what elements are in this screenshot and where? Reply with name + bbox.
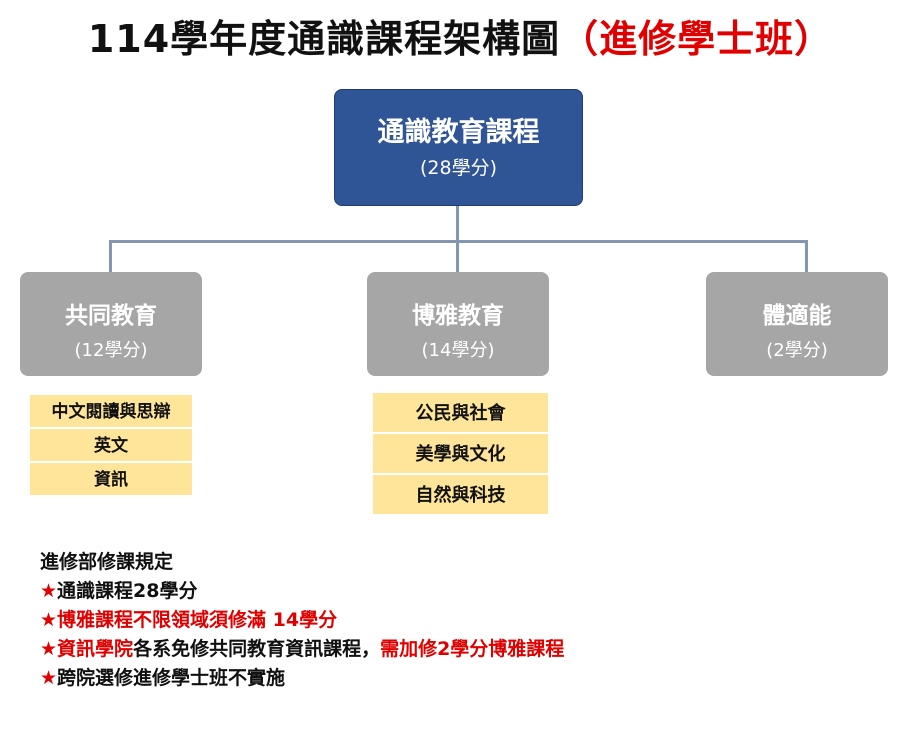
connector-root-down (456, 206, 459, 242)
connector-middle-down (456, 240, 459, 273)
rule-item: ★博雅課程不限領域須修滿 14學分 (40, 609, 338, 631)
course-rules: 進修部修課規定 ★通識課程28學分 ★博雅課程不限領域須修滿 14學分 ★資訊學… (40, 548, 564, 693)
page-title: 114學年度通識課程架構圖（進修學士班） (0, 8, 921, 63)
title-highlight: （進修學士班） (560, 17, 834, 61)
rule-item: ★通識課程28學分 (40, 580, 198, 602)
star-icon: ★ (40, 667, 58, 689)
connector-left-down (109, 240, 112, 273)
subject-nature-technology: 自然與科技 (373, 475, 548, 516)
star-icon: ★ (40, 580, 58, 602)
category-name: 體適能 (762, 303, 832, 329)
star-icon: ★ (40, 638, 58, 660)
rule-item: ★跨院選修進修學士班不實施 (40, 667, 286, 689)
star-icon: ★ (40, 609, 58, 631)
common-education-subjects: 中文閱讀與思辯 英文 資訊 (30, 395, 192, 497)
category-common-education: 共同教育 (12學分) (20, 272, 202, 376)
category-name: 博雅教育 (412, 303, 504, 329)
rules-heading: 進修部修課規定 (40, 551, 174, 573)
category-credits: (14學分) (421, 340, 495, 361)
root-node-name: 通識教育課程 (377, 117, 540, 148)
rule-item: ★資訊學院各系免修共同教育資訊課程，需加修2學分博雅課程 (40, 638, 565, 660)
subject-civics-society: 公民與社會 (373, 393, 548, 434)
subject-aesthetics-culture: 美學與文化 (373, 434, 548, 475)
subject-information: 資訊 (30, 463, 192, 497)
subject-english: 英文 (30, 429, 192, 463)
root-node-general-education: 通識教育課程 (28學分) (334, 89, 583, 206)
root-node-credits: (28學分) (419, 157, 497, 179)
liberal-arts-subjects: 公民與社會 美學與文化 自然與科技 (373, 393, 548, 516)
connector-right-down (805, 240, 808, 273)
category-credits: (2學分) (766, 340, 828, 361)
subject-chinese-reading: 中文閱讀與思辯 (30, 395, 192, 429)
category-credits: (12學分) (74, 340, 148, 361)
title-main: 114學年度通識課程架構圖 (87, 17, 561, 61)
category-name: 共同教育 (65, 303, 157, 329)
category-liberal-arts: 博雅教育 (14學分) (367, 272, 549, 376)
category-physical-fitness: 體適能 (2學分) (706, 272, 888, 376)
